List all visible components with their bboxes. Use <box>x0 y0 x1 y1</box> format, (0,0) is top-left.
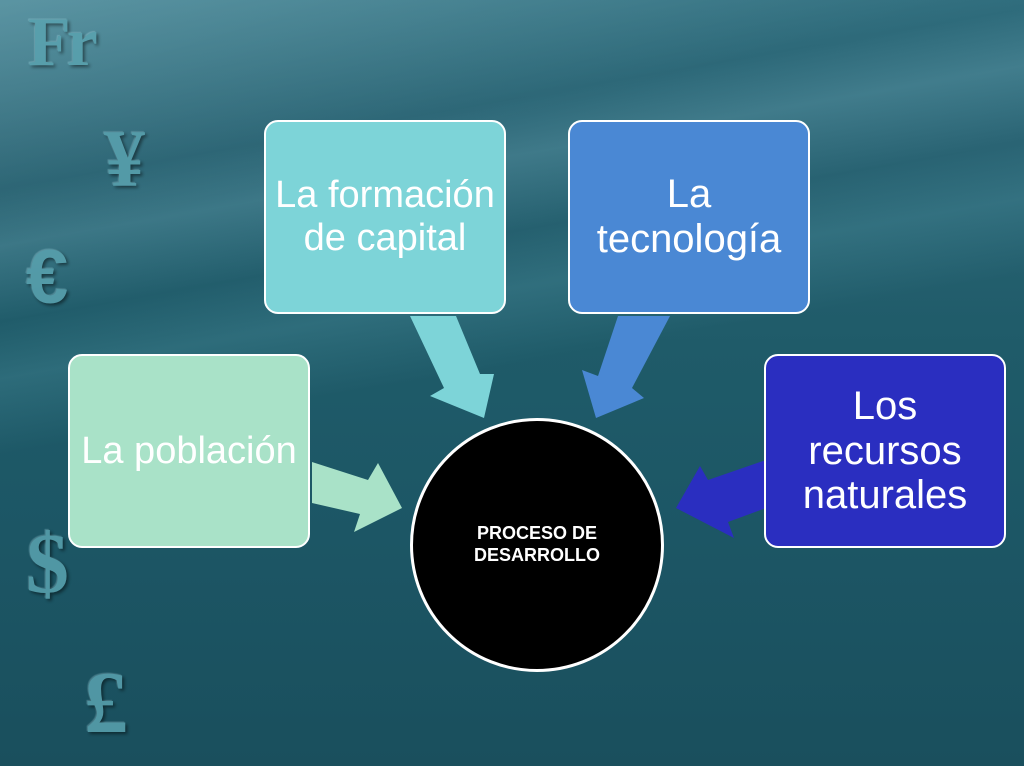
center-proceso-de-desarrollo: PROCESO DE DESARROLLO <box>410 418 664 672</box>
node-la-formacion-de-capital: La formación de capital <box>264 120 506 314</box>
node-la-tecnologia-label: La tecnología <box>596 172 782 261</box>
dollar-symbol: $ <box>26 515 69 611</box>
node-la-poblacion-label: La población <box>81 429 297 472</box>
pound-symbol: £ <box>84 655 128 752</box>
franc-symbol: Fr <box>28 4 98 81</box>
yen-symbol: ¥ <box>104 113 145 204</box>
node-los-recursos-naturales: Los recursos naturales <box>764 354 1006 548</box>
node-la-formacion-de-capital-label: La formación de capital <box>275 174 495 259</box>
arrow-recursos <box>676 460 766 538</box>
node-los-recursos-naturales-label: Los recursos naturales <box>802 383 968 518</box>
node-la-tecnologia: La tecnología <box>568 120 810 314</box>
arrow-tecnologia <box>582 316 670 418</box>
arrow-capital <box>410 316 494 418</box>
arrow-poblacion <box>312 462 402 532</box>
node-la-poblacion: La población <box>68 354 310 548</box>
euro-symbol: € <box>26 235 69 320</box>
